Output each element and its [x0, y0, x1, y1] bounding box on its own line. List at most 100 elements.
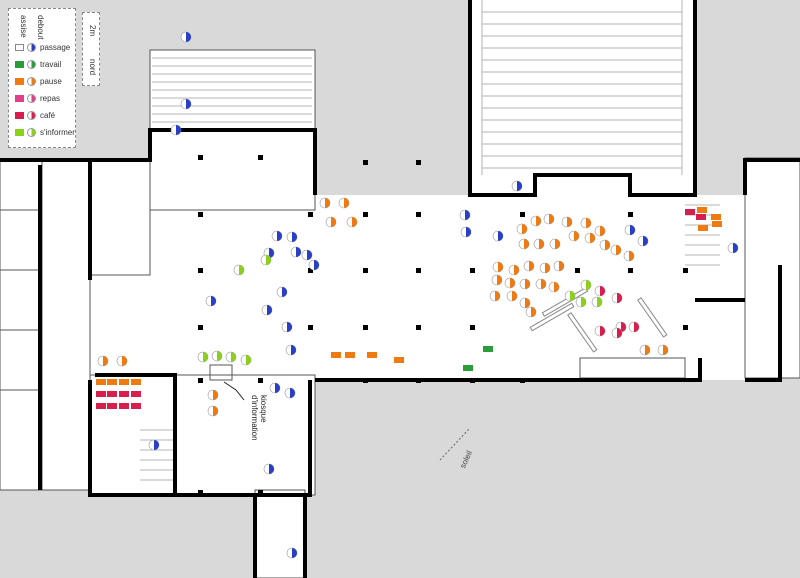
pause-seated-marker — [96, 379, 106, 385]
legend-seated-swatch — [15, 111, 24, 119]
pause-standing-marker — [97, 355, 109, 367]
pause-standing-marker — [568, 230, 580, 242]
informer-standing-marker — [240, 354, 252, 366]
pause-standing-marker — [657, 344, 669, 356]
passage-standing-marker — [276, 286, 288, 298]
passage-standing-marker — [261, 304, 273, 316]
pause-standing-marker — [530, 215, 542, 227]
passage-standing-marker — [180, 98, 192, 110]
cafe-seated-marker — [131, 391, 141, 397]
pause-standing-marker — [639, 344, 651, 356]
passage-standing-marker — [308, 259, 320, 271]
cafe-standing-marker — [594, 285, 606, 297]
pause-standing-marker — [325, 216, 337, 228]
pause-seated-marker — [331, 352, 341, 358]
bleachers — [481, 0, 683, 175]
pause-seated-marker — [712, 221, 722, 227]
scale-and-north: 2m nord — [82, 12, 100, 86]
cafe-seated-marker — [107, 391, 117, 397]
cafe-seated-marker — [119, 391, 129, 397]
occupant-markers — [96, 31, 739, 559]
informer-standing-marker — [233, 264, 245, 276]
legend-item-informer: s'informer — [15, 126, 75, 138]
legend-label: pause — [40, 76, 62, 86]
passage-standing-marker — [285, 344, 297, 356]
legend-seated-swatch — [15, 128, 24, 136]
passage-standing-marker — [290, 246, 302, 258]
informer-standing-marker — [575, 296, 587, 308]
pause-standing-marker — [584, 232, 596, 244]
informer-standing-marker — [211, 350, 223, 362]
pause-standing-marker — [518, 238, 530, 250]
pause-seated-marker — [394, 357, 404, 363]
legend-item-repas: repas — [15, 92, 60, 104]
pause-standing-marker — [516, 223, 528, 235]
legend-standing-swatch — [27, 110, 36, 120]
kiosk-label-line1: kiosque — [259, 395, 268, 423]
pause-seated-marker — [131, 379, 141, 385]
legend-col-seated: assise — [19, 15, 28, 38]
pause-standing-marker — [489, 290, 501, 302]
kiosk-label-line2: d'information — [250, 395, 259, 441]
pause-standing-marker — [580, 217, 592, 229]
pause-standing-marker — [549, 238, 561, 250]
informer-standing-marker — [197, 351, 209, 363]
pause-standing-marker — [548, 281, 560, 293]
pause-seated-marker — [711, 214, 721, 220]
passage-standing-marker — [286, 547, 298, 559]
legend-item-cafe: café — [15, 109, 55, 121]
pause-standing-marker — [525, 306, 537, 318]
cafe-seated-marker — [119, 403, 129, 409]
passage-standing-marker — [205, 295, 217, 307]
passage-standing-marker — [511, 180, 523, 192]
passage-standing-marker — [637, 235, 649, 247]
columns — [198, 155, 688, 495]
stairs-left-room — [140, 429, 175, 481]
legend-seated-swatch — [15, 60, 24, 68]
pause-seated-marker — [345, 352, 355, 358]
pause-standing-marker — [594, 225, 606, 237]
legend-item-travail: travail — [15, 58, 61, 70]
kiosk-label: kiosque d'information — [250, 395, 268, 441]
pause-standing-marker — [543, 213, 555, 225]
passage-standing-marker — [460, 226, 472, 238]
legend-standing-swatch — [27, 59, 36, 69]
cafe-seated-marker — [96, 403, 106, 409]
pause-standing-marker — [539, 262, 551, 274]
legend-seated-swatch — [15, 94, 24, 102]
pause-seated-marker — [698, 225, 708, 231]
travail-seated-marker — [463, 365, 473, 371]
pause-standing-marker — [623, 250, 635, 262]
legend-item-passage: passage — [15, 41, 70, 53]
pause-standing-marker — [491, 274, 503, 286]
cafe-seated-marker — [696, 214, 706, 220]
informer-standing-marker — [591, 296, 603, 308]
pause-standing-marker — [207, 405, 219, 417]
pause-standing-marker — [535, 278, 547, 290]
kiosk-leader — [223, 381, 245, 401]
pause-standing-marker — [504, 277, 516, 289]
passage-standing-marker — [281, 321, 293, 333]
cafe-seated-marker — [131, 403, 141, 409]
legend-label: café — [40, 110, 56, 120]
passage-standing-marker — [180, 31, 192, 43]
cafe-standing-marker — [594, 325, 606, 337]
pause-standing-marker — [116, 355, 128, 367]
cafe-seated-marker — [107, 403, 117, 409]
passage-standing-marker — [284, 387, 296, 399]
passage-standing-marker — [459, 209, 471, 221]
legend-col-standing: debout — [36, 15, 45, 40]
pause-standing-marker — [523, 260, 535, 272]
stairs-top-left — [152, 57, 312, 123]
cafe-standing-marker — [611, 327, 623, 339]
passage-standing-marker — [263, 463, 275, 475]
legend-label: passage — [40, 42, 71, 52]
passage-standing-marker — [269, 382, 281, 394]
pause-standing-marker — [553, 260, 565, 272]
pause-standing-marker — [207, 389, 219, 401]
pause-seated-marker — [697, 207, 707, 213]
pause-standing-marker — [519, 297, 531, 309]
passage-standing-marker — [624, 224, 636, 236]
